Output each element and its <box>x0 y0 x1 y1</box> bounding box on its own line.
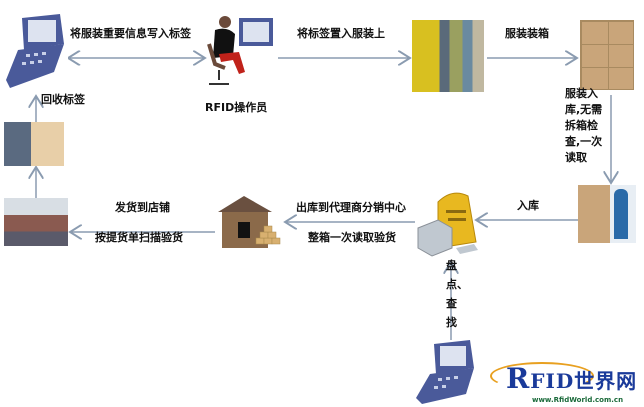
operator-label: RFID操作员 <box>205 101 268 114</box>
logo-text: RFID世界网 <box>506 362 638 395</box>
label-ship-store: 发货到店铺 <box>115 201 170 214</box>
warehouse-worker-image <box>578 185 636 243</box>
retail-store-image <box>4 198 68 246</box>
label-warehouse-in-note: 服装入库,无需拆箱检查,一次读取 <box>565 87 603 164</box>
cardboard-boxes-image <box>580 20 634 90</box>
label-attach-tag: 将标签置入服装上 <box>297 27 385 40</box>
worker-figure <box>614 189 628 239</box>
label-box-read: 整箱一次读取验货 <box>308 231 396 244</box>
label-out-to-dealer: 出库到代理商分销中心 <box>296 201 406 214</box>
logo-swoosh <box>490 362 594 390</box>
handheld-reader-bottom-icon <box>416 340 474 404</box>
label-packing: 服装装箱 <box>505 27 549 40</box>
mailbox-server-icon <box>417 192 478 257</box>
operator-at-computer-icon <box>207 16 273 85</box>
clothing-rack-image <box>412 20 484 92</box>
distribution-center-house-icon <box>218 196 281 248</box>
label-write-tag: 将服装重要信息写入标签 <box>70 27 191 40</box>
label-recycle: 回收标签 <box>41 93 85 106</box>
tag-recycling-image <box>4 122 64 166</box>
handheld-reader-icon <box>6 14 64 88</box>
label-warehouse-in: 入库 <box>517 199 539 212</box>
label-scan-check: 按提货单扫描验货 <box>95 231 183 244</box>
logo-url: www.RfidWorld.com.cn <box>532 396 624 404</box>
rfidworld-logo: RFID世界网 www.RfidWorld.com.cn <box>488 360 640 407</box>
label-inventory: 盘点、查找 <box>446 259 468 329</box>
